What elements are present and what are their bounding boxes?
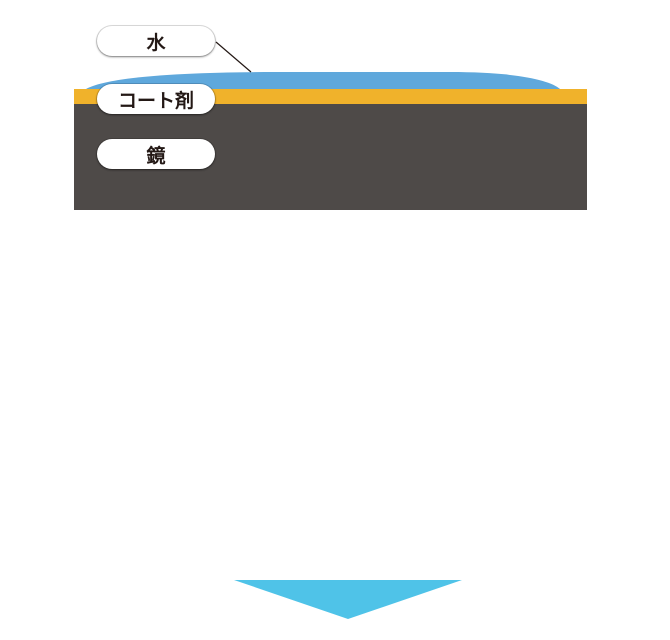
water-leader-line bbox=[215, 41, 252, 73]
coating-label: コート剤 bbox=[97, 84, 215, 114]
mirror-label: 鏡 bbox=[97, 139, 215, 169]
down-arrow bbox=[234, 580, 462, 619]
water-label: 水 bbox=[97, 26, 215, 56]
